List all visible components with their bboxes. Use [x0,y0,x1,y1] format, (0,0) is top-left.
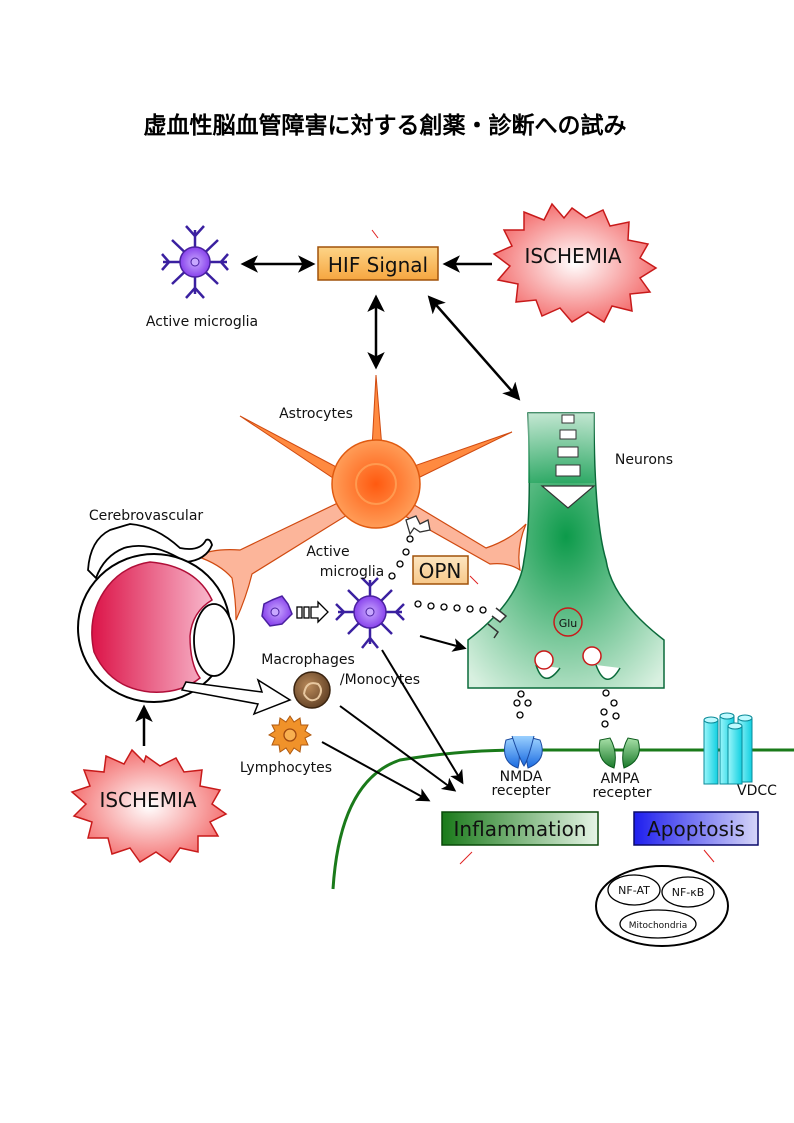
vdcc-label: VDCC [737,783,777,799]
inflammation-tick-mark [459,851,473,865]
resting-microglia-cell [261,595,293,627]
cell-membrane [331,748,794,890]
opn-box: OPN [412,555,469,585]
ischemia-top-burst: ISCHEMIA [492,202,658,324]
apoptosis-label: Apoptosis [647,817,745,841]
ischemia-top-label: ISCHEMIA [524,244,621,268]
ischemia-bottom-label: ISCHEMIA [99,788,196,812]
nfkb-label: NF-κB [672,886,705,899]
active-microglia-top-cell [161,225,229,299]
ampa-label: AMPA [601,771,640,787]
astrocyte-cell [194,374,527,621]
opn-receptor-astro [405,515,431,536]
synaptic-vesicle [582,646,602,666]
microglia-to-neuron-arrow [419,635,467,652]
nmda-recepter-label: recepter [491,783,550,799]
page-title: 虚血性脳血管障害に対する創薬・診断への試み [144,112,627,139]
astrocytes-label: Astrocytes [279,406,353,422]
hif-signal-label: HIF Signal [328,253,428,277]
inflammation-label: Inflammation [454,817,587,841]
monocytes-label: /Monocytes [340,672,420,688]
hif-arrows [240,255,521,401]
opn-dots [388,535,487,614]
apoptosis-tick-mark [703,849,715,863]
active-microglia-mid-cell [335,577,405,649]
apoptosis-pathways: NF-AT NF-κB Mitochondria [595,865,729,947]
cerebrovascular-vessel [77,523,235,703]
vessel-out-arrow [180,678,292,716]
cerebrovascular-label: Cerebrovascular [89,508,204,524]
ampa-receptor [598,737,640,769]
inflammation-arrows [321,649,464,802]
glu-label: Glu [559,617,578,630]
active-microglia-top-label: Active microglia [146,314,258,330]
neuron-cell [467,412,665,689]
neurons-label: Neurons [615,452,673,468]
macrophage-cell [293,671,331,709]
glu-vesicle: Glu [553,607,583,637]
hif-tick-mark [371,229,379,239]
hif-signal-box: HIF Signal [317,246,439,281]
ischemia-bottom-burst: ISCHEMIA [70,748,228,864]
activation-arrow [296,600,329,624]
nmda-receptor [504,735,543,769]
active-microglia-mid-label-1: Active [306,544,349,560]
inflammation-box: Inflammation [441,811,599,846]
opn-label: OPN [419,559,462,583]
macrophages-label: Macrophages [261,652,355,668]
opn-tick-mark [469,575,479,585]
transmitter-dots [513,689,620,728]
nfat-label: NF-AT [618,884,650,897]
lymphocyte-cell [268,715,312,755]
lymphocytes-label: Lymphocytes [240,760,332,776]
apoptosis-box: Apoptosis [633,811,759,846]
ampa-recepter-label: recepter [592,785,651,801]
mitochondria-label: Mitochondria [629,921,688,931]
active-microglia-mid-label-2: microglia [320,564,384,580]
vdcc-channel [703,712,753,785]
nmda-label: NMDA [500,769,543,785]
synaptic-vesicle [534,650,554,670]
